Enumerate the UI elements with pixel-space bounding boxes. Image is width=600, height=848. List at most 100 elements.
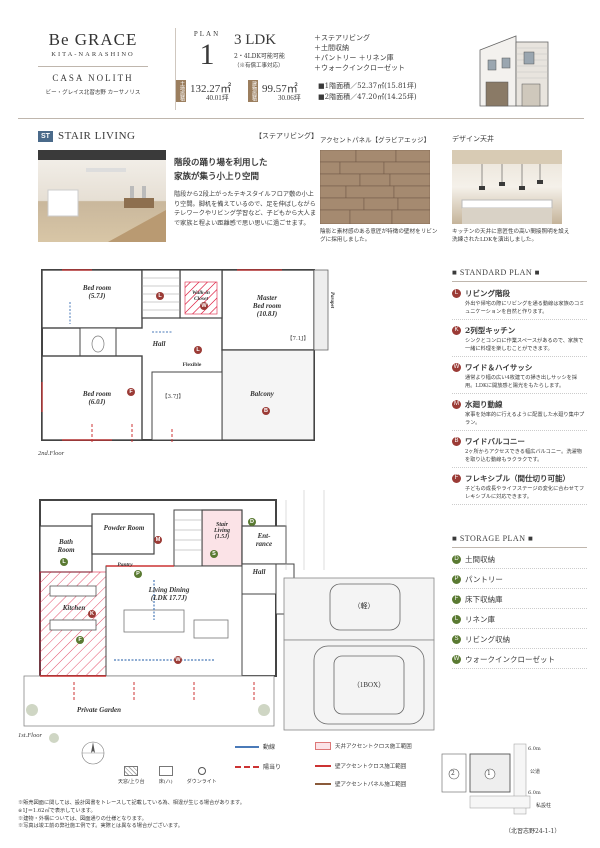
storage-title: 土間収納 [465,555,495,564]
parking-kei: （軽） [353,602,375,610]
room-bath: Bath Room [57,538,75,554]
feature-desc: シンクとコンロに作業スペースがあるので、家族で一緒に料理を楽しむことができます。 [465,338,584,352]
feature-desc: 家事を効率的に行えるように配置した水廻り集中プラン。 [465,412,585,426]
marker-F: F [127,388,135,396]
wall-panel-legend-icon [315,783,331,785]
downlight-icon [197,767,206,775]
marker-L1: L [60,558,68,566]
room-master: Master Bed room (10.8J) [252,294,282,318]
note: ※写真は竣工前の弊社施工例です。実際とは異なる場合がございます。 [18,823,183,830]
tsubo-3: 【3.7J】 [162,394,184,400]
feature-badge: K [452,326,461,336]
stair-living-section: ST STAIR LIVING 【ステアリビング】 階段の踊り場を利用した 家族… [38,130,318,242]
land-area-label: 土地面積 [176,80,186,102]
sun-legend-icon [235,765,259,768]
plan-label: PLAN [193,30,221,38]
plan-number-block: PLAN 1 [182,30,232,70]
feature-title: 水廻り動線 [465,400,503,410]
design-ceiling-section: デザイン天井 キッチンの天井に意匠性の高い間接照明を設え洗練されたLDKを演出し… [452,134,572,245]
plan-features: ＋ステアリビング ＋土間収納 ＋パントリー ＋リネン庫 ＋ウォークインクローゼッ… [314,33,405,74]
storage-badge: W [452,655,461,664]
legend-sun: 陽当り [263,764,282,771]
stair-living-title: STAIR LIVING [57,130,136,142]
ceiling-legend-icon [315,742,331,750]
standard-plan-heading: ■ STANDARD PLAN ■ [452,268,540,277]
storage-title: 床下収納庫 [465,595,503,604]
second-floor-area: ■2階面積／47.20㎡(14.25坪) [318,92,417,101]
site-lot2: 2 [451,770,455,777]
layout-note: 2・4LDK可能可能 [234,53,285,60]
design-ceiling-caption: キッチンの天井に意匠性の高い間接照明を設え洗練されたLDKを演出しました。 [452,229,570,244]
plan-feature: ＋ステアリビング [314,34,370,42]
icon-legend-label: 床(ハ) [158,779,173,785]
room-hall2: Hall [152,340,166,348]
standard-plan-item: M 水廻り動線家事を効率的に行えるように配置した水廻り集中プラン。 [452,399,587,432]
stair-living-headline2: 家族が集う小上り空間 [174,172,260,182]
brand-location: KITA-NARASHINO [51,51,135,58]
stair-living-title-jp: 【ステアリビング】 [255,132,318,140]
storage-plan-heading: ■ STORAGE PLAN ■ [452,534,534,543]
plan-feature: ＋土間収納 [314,44,349,53]
plan-feature: ＋パントリー ＋リネン庫 [314,54,394,63]
feature-badge: M [452,400,461,410]
layout-block: 3 LDK 2・4LDK可能可能 （※有償工事対応） [234,32,314,69]
land-area-value: 132.27㎡ [190,83,232,95]
storage-badge: P [452,575,461,584]
storage-plan-item: D 土間収納 [452,554,587,569]
parapet-label: Parapet [329,292,334,309]
floor-area-value: 99.57㎡ [262,83,298,95]
garden-label: Private Garden [76,706,122,714]
first-floor-area: ■1階面積／52.37㎡(15.81坪) [318,82,417,90]
feature-badge: B [452,437,461,447]
site-road-label: 公道 [530,769,541,775]
room-stair-living: Stair Living (1.5J) [214,522,230,540]
marker-L: L [156,292,164,300]
feature-badge: F [452,474,461,484]
flow-legend-icon [235,745,259,748]
feature-desc: 外出や帰宅の際にリビングを通る動線は家族のコミュニケーションを自然と作ります。 [465,301,585,315]
feature-title: リビング階段 [465,289,510,298]
accent-panel-photo [320,150,430,224]
room-flexible: Flexible [182,362,202,368]
note: ※建物・外構については、図面通りの仕様となります。 [18,815,147,822]
feature-title: 2列型キッチン [465,326,516,336]
storage-title: リビング収納 [465,635,510,644]
floor1-plan: Powder Room Bath Room Stair Living (1.5J… [14,470,442,750]
accent-panel-title: アクセントパネル【グラビアエッジ】 [320,136,431,144]
marker-M: M [154,536,162,544]
floor-area-label: 建物面積 [248,80,258,102]
floor2-plan: Bed room (5.7J) Master Bed room (10.8J) … [32,262,334,457]
brand-logo: Be GRACE [48,30,138,49]
marker-W: W [200,302,208,310]
plan-layout: 3 LDK [234,32,277,48]
marker-W1: W [174,656,182,664]
site-map: 2 1 6.0m 6.0m 公道 私設柱 [436,740,586,820]
design-ceiling-title: デザイン天井 [452,135,494,143]
site-private-road: 私設柱 [536,803,552,809]
marker-D: D [248,518,256,526]
room-entrance: Ent- rance [255,532,273,548]
marker-L2: L [194,346,202,354]
brand-series: CASA NOLITH [52,73,134,83]
layout-note2: （※有償工事対応） [234,63,284,69]
legend-wall-cloth: 壁アクセントクロス施工範囲 [335,764,407,770]
room-ldk: Living Dining (LDK 17.7J) [148,586,190,602]
storage-badge: D [452,555,461,564]
tsubo-7: 【7.1J】 [287,336,309,342]
note: ※1J＝1.62㎡で表示しています。 [18,807,96,814]
st-badge: ST [38,130,53,142]
accent-panel-caption: 陰影と素材感のある意匠が特徴の壁材をリビングに採用しました。 [320,229,438,244]
storage-badge: L [452,615,461,624]
legend-wall-panel: 壁アクセントパネル施工範囲 [335,782,407,788]
brand-subtitle: ビー・グレイス北習志野 カーサノリス [45,90,141,96]
marker-F1: F [76,636,84,644]
site-address: （北習志野24-1-1） [505,828,561,835]
